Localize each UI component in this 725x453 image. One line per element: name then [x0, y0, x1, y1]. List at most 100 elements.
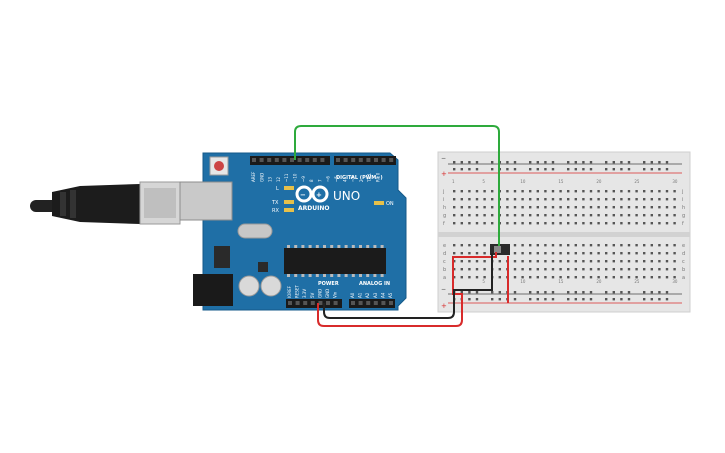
terminal-hole[interactable] [673, 206, 676, 209]
terminal-hole[interactable] [559, 190, 562, 193]
terminal-hole[interactable] [453, 206, 456, 209]
terminal-hole[interactable] [491, 198, 494, 201]
terminal-hole[interactable] [665, 260, 669, 263]
terminal-hole[interactable] [582, 214, 585, 217]
terminal-hole[interactable] [460, 244, 463, 247]
terminal-hole[interactable] [589, 222, 593, 225]
rail-hole[interactable] [536, 168, 539, 171]
terminal-hole[interactable] [483, 198, 486, 201]
rail-hole[interactable] [627, 161, 631, 164]
terminal-hole[interactable] [521, 214, 524, 217]
terminal-hole[interactable] [643, 214, 646, 217]
rail-hole[interactable] [468, 298, 471, 301]
terminal-hole[interactable] [453, 244, 456, 247]
terminal-hole[interactable] [551, 198, 555, 201]
terminal-hole[interactable] [620, 206, 623, 209]
rail-hole[interactable] [529, 298, 532, 301]
terminal-hole[interactable] [559, 260, 562, 263]
terminal-hole[interactable] [627, 190, 631, 193]
header-pin-hole[interactable] [252, 158, 256, 162]
terminal-hole[interactable] [529, 244, 532, 247]
terminal-hole[interactable] [582, 198, 585, 201]
terminal-hole[interactable] [551, 222, 555, 225]
terminal-hole[interactable] [536, 276, 539, 279]
terminal-hole[interactable] [658, 244, 661, 247]
terminal-hole[interactable] [498, 268, 501, 271]
terminal-hole[interactable] [453, 190, 456, 193]
terminal-hole[interactable] [574, 252, 577, 255]
rail-hole[interactable] [612, 168, 615, 171]
terminal-hole[interactable] [665, 190, 669, 193]
terminal-hole[interactable] [475, 276, 479, 279]
rail-hole[interactable] [582, 298, 585, 301]
terminal-hole[interactable] [612, 268, 615, 271]
header-pin-hole[interactable] [312, 158, 317, 162]
terminal-hole[interactable] [582, 268, 585, 271]
rail-hole[interactable] [567, 298, 570, 301]
terminal-hole[interactable] [544, 244, 547, 247]
terminal-hole[interactable] [529, 222, 532, 225]
terminal-hole[interactable] [612, 190, 615, 193]
terminal-hole[interactable] [589, 198, 593, 201]
terminal-hole[interactable] [627, 222, 631, 225]
terminal-hole[interactable] [513, 268, 517, 271]
terminal-hole[interactable] [513, 244, 517, 247]
terminal-hole[interactable] [460, 260, 463, 263]
terminal-hole[interactable] [658, 276, 661, 279]
terminal-hole[interactable] [673, 260, 676, 263]
terminal-hole[interactable] [468, 268, 471, 271]
terminal-hole[interactable] [529, 268, 532, 271]
rail-hole[interactable] [567, 168, 570, 171]
header-pin-hole[interactable] [303, 301, 308, 305]
terminal-hole[interactable] [620, 260, 623, 263]
terminal-hole[interactable] [506, 198, 509, 201]
rail-hole[interactable] [589, 291, 593, 294]
terminal-hole[interactable] [559, 268, 562, 271]
terminal-hole[interactable] [536, 222, 539, 225]
rail-hole[interactable] [468, 161, 471, 164]
rail-hole[interactable] [612, 291, 615, 294]
terminal-hole[interactable] [521, 276, 524, 279]
rail-hole[interactable] [551, 291, 555, 294]
terminal-hole[interactable] [468, 252, 471, 255]
terminal-hole[interactable] [483, 252, 486, 255]
terminal-hole[interactable] [574, 206, 577, 209]
rail-hole[interactable] [658, 161, 661, 164]
terminal-hole[interactable] [597, 214, 600, 217]
rail-hole[interactable] [589, 161, 593, 164]
rail-hole[interactable] [468, 291, 471, 294]
rail-hole[interactable] [650, 291, 653, 294]
terminal-hole[interactable] [658, 268, 661, 271]
terminal-hole[interactable] [453, 276, 456, 279]
terminal-hole[interactable] [453, 214, 456, 217]
terminal-hole[interactable] [460, 268, 463, 271]
terminal-hole[interactable] [665, 206, 669, 209]
terminal-hole[interactable] [521, 252, 524, 255]
terminal-hole[interactable] [551, 244, 555, 247]
terminal-hole[interactable] [673, 198, 676, 201]
terminal-hole[interactable] [650, 198, 653, 201]
terminal-hole[interactable] [643, 268, 646, 271]
rail-hole[interactable] [665, 161, 669, 164]
terminal-hole[interactable] [551, 252, 555, 255]
terminal-hole[interactable] [635, 214, 638, 217]
terminal-hole[interactable] [612, 260, 615, 263]
terminal-hole[interactable] [589, 190, 593, 193]
header-pin-hole[interactable] [366, 158, 371, 162]
terminal-hole[interactable] [559, 214, 562, 217]
rail-hole[interactable] [605, 168, 608, 171]
header-pin-hole[interactable] [343, 158, 348, 162]
rail-hole[interactable] [491, 298, 494, 301]
terminal-hole[interactable] [605, 268, 608, 271]
terminal-hole[interactable] [658, 260, 661, 263]
terminal-hole[interactable] [589, 268, 593, 271]
terminal-hole[interactable] [627, 206, 631, 209]
terminal-hole[interactable] [620, 268, 623, 271]
terminal-hole[interactable] [483, 190, 486, 193]
rail-hole[interactable] [536, 161, 539, 164]
terminal-hole[interactable] [567, 198, 570, 201]
power-wire-5v[interactable] [317, 252, 497, 327]
terminal-hole[interactable] [513, 276, 517, 279]
terminal-hole[interactable] [612, 198, 615, 201]
terminal-hole[interactable] [468, 244, 471, 247]
